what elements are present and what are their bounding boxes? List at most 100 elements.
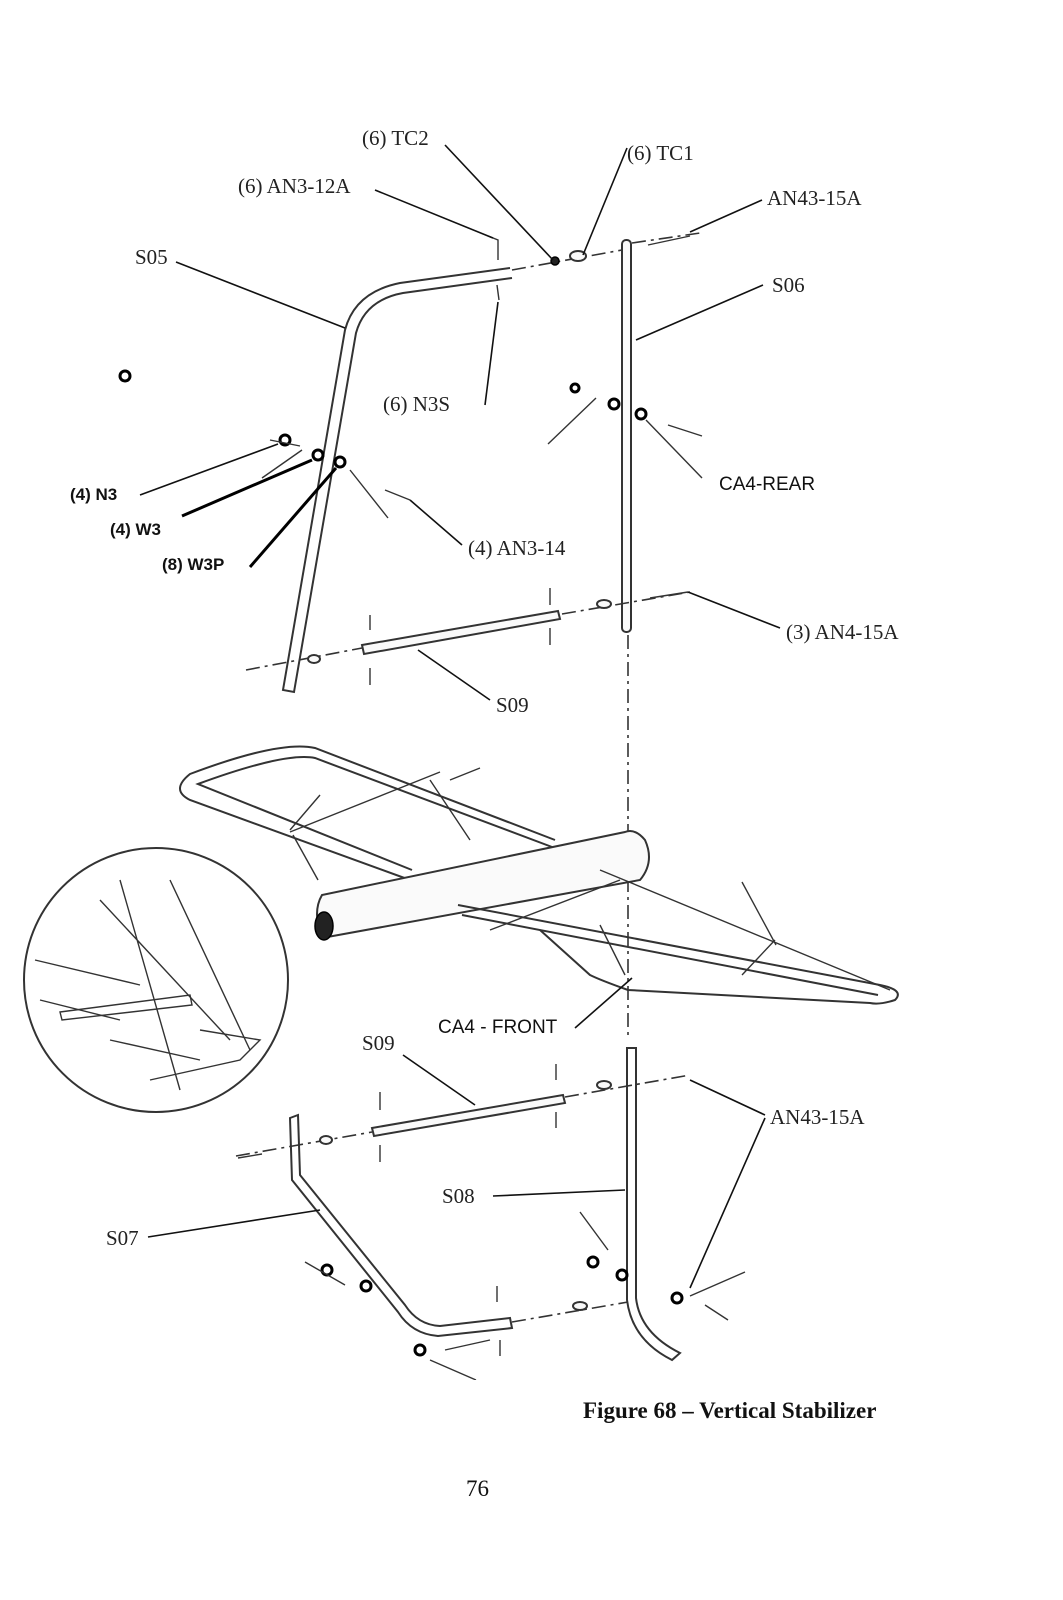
label-ca4-rear: CA4-REAR <box>719 474 815 495</box>
stabilizer-right-rib-1 <box>741 881 777 946</box>
stabilizer-right-frame <box>457 904 899 1005</box>
leader-an3-12a <box>374 189 494 239</box>
label-s09-bottom: S09 <box>362 1031 395 1055</box>
cable-bot-3 <box>689 1271 746 1321</box>
label-an3-12a: (6) AN3-12A <box>238 174 351 198</box>
label-an4-15a: (3) AN4-15A <box>786 620 899 644</box>
bolt-an3-14 <box>384 489 411 501</box>
nut-r2 <box>607 397 621 411</box>
label-an43-15a-top: AN43-15A <box>767 186 862 210</box>
nut-bot-3 <box>670 1291 684 1305</box>
stabilizer-left-frame <box>179 745 556 881</box>
figure-caption: Figure 68 – Vertical Stabilizer <box>583 1398 877 1423</box>
label-tc2: (6) TC2 <box>362 126 429 150</box>
nut-bot-4 <box>413 1343 427 1357</box>
stabilizer-left-rib-1 <box>289 771 441 833</box>
stabilizer-left-rib-2 <box>429 779 471 841</box>
pins-s07 <box>496 1286 501 1356</box>
leader-an43-15a-top <box>689 199 763 233</box>
leader-s05 <box>175 261 346 329</box>
cable-right-b <box>645 419 703 479</box>
centerline-s09-bottom-right <box>564 1074 691 1098</box>
washer-bot-2 <box>615 1268 629 1282</box>
washer-w3 <box>311 448 325 462</box>
bolt-left-b <box>269 439 301 447</box>
stabilizer-right-rib-3 <box>599 924 626 976</box>
tube-s05 <box>281 267 513 694</box>
label-s05: S05 <box>135 245 168 269</box>
nut-bot-1 <box>320 1263 334 1277</box>
bushing-top-right <box>596 599 612 609</box>
nut-bot-2 <box>586 1255 600 1269</box>
label-s08: S08 <box>442 1184 475 1208</box>
stabilizer-right-spar <box>599 869 891 991</box>
centerline-s06-top <box>631 232 701 244</box>
washer-bot-1 <box>359 1279 373 1293</box>
leader-ca4-front <box>574 977 633 1029</box>
label-s07: S07 <box>106 1226 139 1250</box>
label-s09-top: S09 <box>496 693 529 717</box>
leader-s07 <box>147 1209 321 1238</box>
bushing-bot-left <box>319 1135 333 1145</box>
tube-s09-top <box>360 609 562 656</box>
stabilizer-right-rib-4 <box>489 879 621 931</box>
bolt-an3-12a-top <box>487 235 499 260</box>
leader-w3 <box>181 458 313 518</box>
label-tc1: (6) TC1 <box>627 141 694 165</box>
leader-an4-15a <box>687 591 781 629</box>
stabilizer-left-rib-3 <box>289 794 321 831</box>
tube-s08 <box>626 1047 682 1362</box>
label-n3s: (6) N3S <box>383 392 450 416</box>
cable-bot-4 <box>429 1339 491 1380</box>
leader-an43-15a-bottom <box>689 1079 766 1289</box>
leader-tc1 <box>582 147 628 256</box>
label-an43-15a-bottom: AN43-15A <box>770 1105 865 1129</box>
label-s06: S06 <box>772 273 805 297</box>
leader-s09-top <box>417 649 491 701</box>
bushing-top-left <box>307 654 321 664</box>
cable-bot-2 <box>579 1211 609 1251</box>
leader-s09-bottom <box>402 1054 476 1106</box>
centerline-s09-bottom-left <box>235 1131 373 1157</box>
bolt-an4-15a <box>649 591 689 599</box>
tube-s06 <box>621 239 632 633</box>
centerline-top <box>511 249 623 271</box>
inset-plate <box>149 1029 262 1081</box>
washer-w3p <box>333 455 347 469</box>
stray-washer <box>118 369 132 383</box>
bolt-left-a <box>261 449 303 479</box>
tc1-fitting <box>569 250 587 262</box>
stabilizer-left-rib-4 <box>292 834 319 881</box>
stabilizer-left-rib-5 <box>449 767 481 781</box>
bolt-bot-left <box>237 1153 263 1159</box>
leader-w3p <box>248 467 338 568</box>
nut-n3s <box>496 284 500 301</box>
fitting-bot-1 <box>304 1261 346 1286</box>
detail-inset-circle <box>23 847 289 1113</box>
leader-tc2 <box>444 144 554 261</box>
cable-right-a <box>547 397 597 445</box>
label-an3-14: (4) AN3-14 <box>468 536 566 560</box>
label-ca4-front: CA4 - FRONT <box>438 1017 558 1038</box>
inset-cables <box>34 879 251 1091</box>
fitting-r1 <box>569 382 581 394</box>
washer-r3 <box>634 407 648 421</box>
centerline-s09-top <box>245 647 363 671</box>
leader-n3s <box>484 301 499 406</box>
leader-n3 <box>139 443 279 496</box>
bolt-an43-15a-top <box>647 235 691 246</box>
label-n3: (4) N3 <box>70 485 117 504</box>
stabilizer-right-frame-inner <box>461 914 879 996</box>
bolt-right <box>667 424 703 437</box>
page-number: 76 <box>466 1476 489 1501</box>
tube-s07 <box>288 1113 514 1338</box>
centerline-s07-right <box>511 1301 629 1323</box>
stabilizer-right-rib-2 <box>741 939 776 976</box>
label-w3p: (8) W3P <box>162 555 224 574</box>
tube-s09-bottom <box>370 1093 567 1138</box>
fuselage-tube-end <box>314 911 334 941</box>
bushing-s07 <box>572 1301 588 1311</box>
bushing-bot-right <box>596 1080 612 1090</box>
leader-s06 <box>635 284 764 341</box>
